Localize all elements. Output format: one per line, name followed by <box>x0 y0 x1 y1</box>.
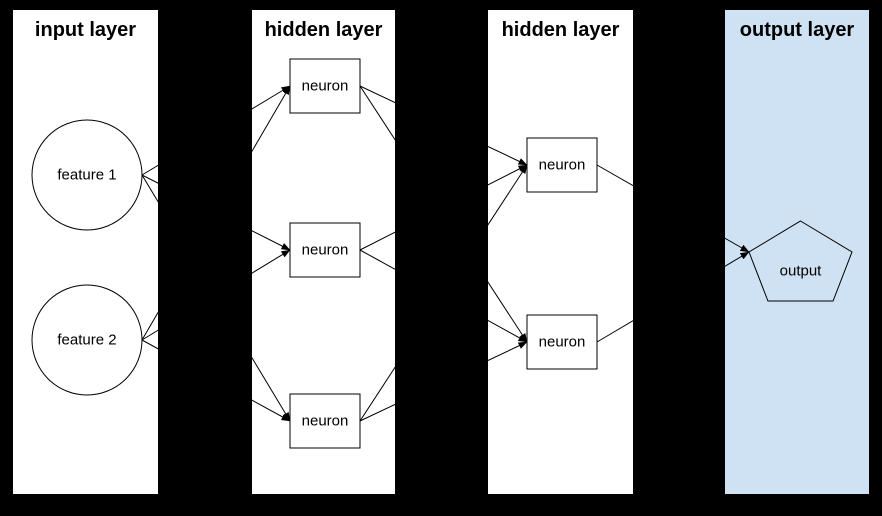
node-shape-feature-2 <box>31 284 143 396</box>
edge-feature-2-to-hidden1-neuron-2 <box>141 249 291 341</box>
node-feature-1: feature 1 <box>31 119 143 231</box>
node-feature-2: feature 2 <box>31 284 143 396</box>
edge-hidden1-neuron-1-to-hidden2-neuron-2 <box>359 85 528 343</box>
edge-hidden1-neuron-2-to-hidden2-neuron-1 <box>359 164 528 251</box>
edge-hidden2-neuron-2-to-output-node <box>596 251 750 343</box>
node-shape-hidden1-neuron-3 <box>289 393 361 449</box>
node-label-hidden2-neuron-2: neuron <box>539 334 586 351</box>
node-hidden1-neuron-1: neuron <box>289 58 361 114</box>
node-label-hidden1-neuron-1: neuron <box>302 78 349 95</box>
node-hidden1-neuron-2: neuron <box>289 222 361 278</box>
edge-hidden1-neuron-3-to-hidden2-neuron-1 <box>359 164 528 422</box>
layer-column-input: input layer <box>13 10 158 494</box>
nodes: feature 1 feature 2 neuron neuron neuron neur… <box>31 58 853 449</box>
layer-band-input <box>13 10 158 494</box>
edge-feature-2-to-hidden1-neuron-3 <box>141 339 291 422</box>
layer-title-hidden-1: hidden layer <box>265 19 383 41</box>
node-hidden1-neuron-3: neuron <box>289 393 361 449</box>
node-shape-hidden2-neuron-2 <box>526 314 598 370</box>
node-label-hidden1-neuron-3: neuron <box>302 413 349 430</box>
layer-column-hidden-2: hidden layer <box>488 10 633 494</box>
edge-hidden1-neuron-3-to-hidden2-neuron-2 <box>359 341 528 422</box>
edge-hidden2-neuron-1-to-output-node <box>596 164 750 253</box>
edge-feature-1-to-hidden1-neuron-3 <box>141 174 291 422</box>
layer-title-hidden-2: hidden layer <box>502 19 620 41</box>
node-shape-output-node <box>748 220 853 302</box>
node-output-node: output <box>748 220 853 302</box>
edge-feature-1-to-hidden1-neuron-1 <box>141 85 291 176</box>
node-label-hidden1-neuron-2: neuron <box>302 242 349 259</box>
layer-band-hidden-2 <box>488 10 633 494</box>
node-label-feature-2: feature 2 <box>57 332 116 349</box>
edge-hidden1-neuron-2-to-hidden2-neuron-2 <box>359 249 528 343</box>
edge-hidden1-neuron-1-to-hidden2-neuron-1 <box>359 85 528 166</box>
node-label-hidden2-neuron-1: neuron <box>539 157 586 174</box>
node-shape-hidden1-neuron-2 <box>289 222 361 278</box>
edge-feature-2-to-hidden1-neuron-1 <box>141 85 291 341</box>
node-label-output-node: output <box>780 263 823 280</box>
node-label-feature-1: feature 1 <box>57 167 116 184</box>
edges <box>141 85 750 422</box>
node-hidden2-neuron-2: neuron <box>526 314 598 370</box>
node-shape-feature-1 <box>31 119 143 231</box>
layer-title-output: output layer <box>740 19 855 41</box>
node-hidden2-neuron-1: neuron <box>526 137 598 193</box>
layer-title-input: input layer <box>35 19 136 41</box>
node-shape-hidden2-neuron-1 <box>526 137 598 193</box>
node-shape-hidden1-neuron-1 <box>289 58 361 114</box>
